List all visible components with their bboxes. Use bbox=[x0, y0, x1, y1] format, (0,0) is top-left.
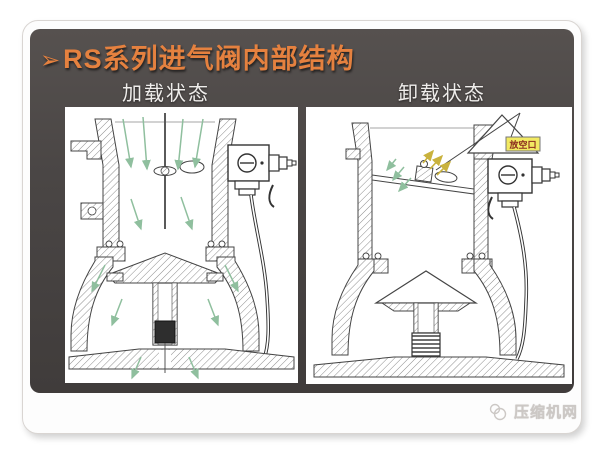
slide-card: ➢ RS系列进气阀内部结构 加载状态 卸载状态 bbox=[22, 20, 582, 434]
watermark-logo-icon bbox=[489, 403, 507, 420]
flow-arrows-unloaded bbox=[386, 158, 412, 193]
state-label-unloaded: 卸载状态 bbox=[398, 83, 486, 105]
arrow-bullet-icon: ➢ bbox=[40, 47, 62, 74]
vent-arrows bbox=[422, 149, 452, 176]
diagram-loaded-state bbox=[65, 107, 298, 383]
state-label-loaded: 加载状态 bbox=[122, 83, 210, 105]
vent-port-label: 放空口 bbox=[508, 139, 536, 150]
page-title: ➢ RS系列进气阀内部结构 bbox=[40, 37, 355, 76]
diagram-unloaded-state: 放空口 bbox=[306, 107, 572, 384]
watermark: 压缩机网 bbox=[487, 401, 578, 422]
vent-callout-box bbox=[505, 136, 541, 152]
flow-arrows-loaded bbox=[91, 116, 239, 380]
slide-dark-panel: ➢ RS系列进气阀内部结构 加载状态 卸载状态 bbox=[30, 29, 574, 393]
page-title-text: RS系列进气阀内部结构 bbox=[63, 44, 355, 74]
watermark-text: 压缩机网 bbox=[514, 404, 579, 421]
